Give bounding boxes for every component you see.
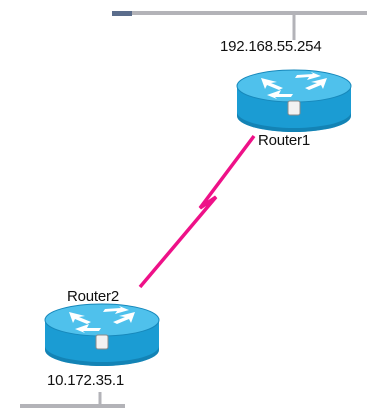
router1-icon[interactable] <box>236 69 352 133</box>
router1-name-label: Router1 <box>258 132 310 149</box>
router2-ip-label: 10.172.35.1 <box>47 372 125 389</box>
router1-ip-label: 192.168.55.254 <box>220 38 322 55</box>
serial-link[interactable] <box>138 134 256 289</box>
router2-icon[interactable] <box>44 303 160 367</box>
top-ethernet-segment <box>112 11 367 40</box>
router2-name-label: Router2 <box>67 288 119 305</box>
bottom-ethernet-segment <box>20 392 125 408</box>
